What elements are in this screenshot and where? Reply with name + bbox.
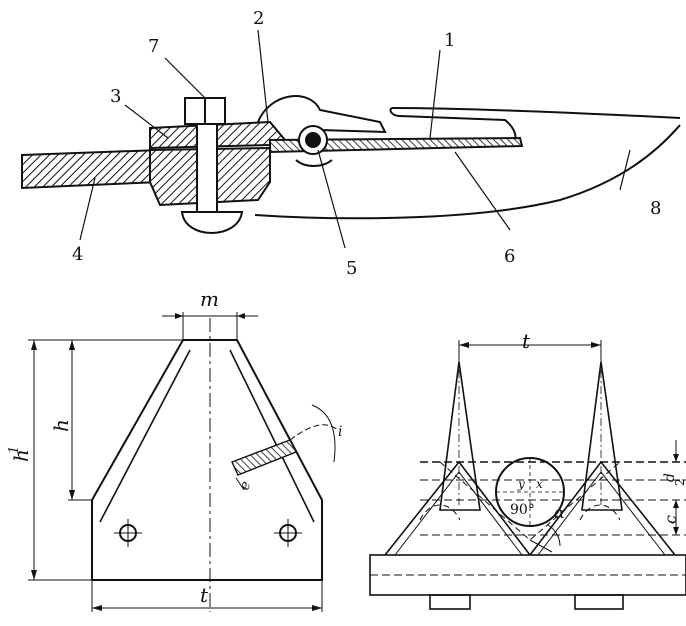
bolt-shank [196, 123, 218, 213]
dim-d: d [662, 473, 678, 482]
part-labels: 1 2 3 4 5 6 7 8 [72, 8, 661, 279]
knife-back-bar [21, 148, 161, 190]
dim-h1-subscript: 1 [7, 446, 22, 454]
guard-spike-left [439, 361, 481, 511]
part-label-5: 5 [346, 258, 357, 279]
dim-h: h [49, 419, 73, 432]
dim-i: i [338, 424, 342, 440]
part-label-6: 6 [504, 246, 515, 267]
guard-outline [254, 124, 681, 220]
part-label-1: 1 [444, 30, 455, 51]
dim-d-denominator: 2 [673, 478, 686, 486]
knife-section [269, 136, 524, 154]
dim-t-section: t [200, 583, 209, 607]
guard-layout-labels: t d 2 c α 90° y x [510, 329, 686, 524]
part-label-8: 8 [650, 198, 661, 219]
knife-section-labels: m h h 1 t e i [7, 287, 342, 607]
dim-alpha: α [554, 503, 565, 522]
section-bevel-left [99, 349, 191, 523]
section-bevel-right [229, 349, 315, 523]
circle-axis-x: x [536, 477, 543, 491]
circle-angle: 90° [510, 502, 535, 518]
guard-spike-right [581, 361, 623, 511]
part-label-7: 7 [148, 36, 159, 57]
knife-triangle-left [384, 460, 531, 556]
serration-detail [231, 439, 297, 476]
dim-e: e [236, 479, 254, 492]
dim-m: m [200, 287, 219, 311]
bolt-nut-bottom [180, 211, 244, 234]
part-label-2: 2 [253, 8, 264, 29]
knife-section-drawing [28, 312, 339, 612]
dim-c: c [661, 515, 680, 524]
part-label-4: 4 [72, 244, 83, 265]
cutter-assembly-section [21, 29, 681, 249]
guard-upper-lip [391, 107, 681, 119]
guard-layout-drawing [369, 340, 686, 610]
hold-down-clip [257, 95, 387, 134]
circle-axis-y: y [517, 477, 525, 491]
part-label-3: 3 [110, 86, 121, 107]
knife-triangle-right [529, 460, 676, 556]
dim-t-guard: t [522, 329, 531, 353]
dim-h1: h [9, 449, 33, 462]
